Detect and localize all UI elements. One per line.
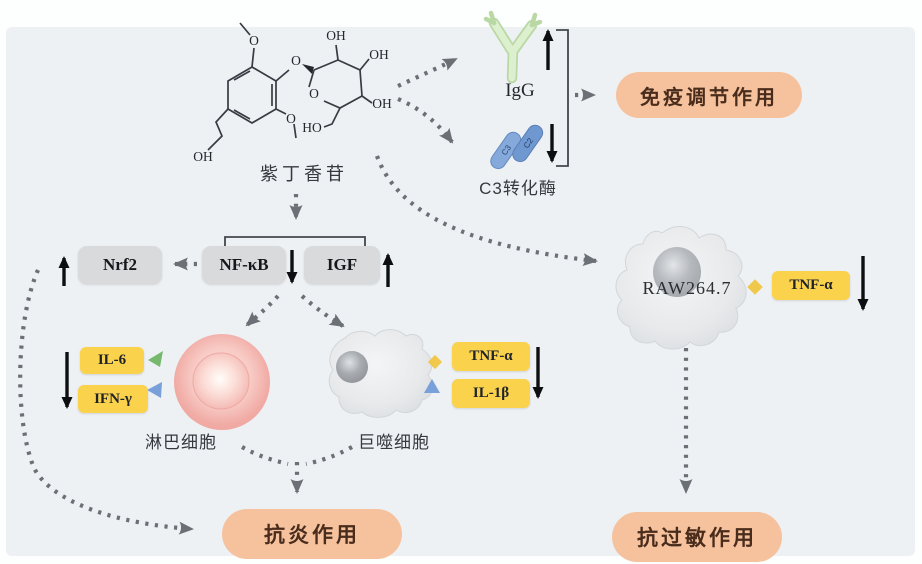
tnfa-yellow-diamond <box>427 354 443 370</box>
atom-label-oh: OH <box>326 28 346 43</box>
atom-label-o: O <box>291 53 301 68</box>
raw-tnfa-box: TNF-α <box>772 271 850 300</box>
nrf2-box: Nrf2 <box>78 246 162 284</box>
anti-inflammatory-outcome-box: 抗炎作用 <box>222 509 402 559</box>
atom-label-o: O <box>249 33 259 48</box>
macrophage-cell <box>328 329 434 418</box>
syringin-structure: O O O O OH OH OH HO OH <box>193 22 392 164</box>
macrophage-tnfa-box: TNF-α <box>452 342 530 371</box>
raw264-cell <box>615 226 747 350</box>
raw264-label: RAW264.7 <box>642 278 732 298</box>
atom-label-ho: HO <box>302 120 322 135</box>
bracket-igg-c3 <box>556 29 569 167</box>
nfkb-box: NF-κB <box>202 246 286 284</box>
bracket-nfkb-igf <box>224 236 366 248</box>
il6-green-pointer <box>148 351 163 367</box>
atom-label-ring-o: O <box>309 86 319 101</box>
immune-regulation-outcome-box: 免疫调节作用 <box>616 72 802 118</box>
c3-convertase-label: C3转化酶 <box>479 179 557 198</box>
igg-antibody-icon <box>483 10 543 84</box>
igg-label: IgG <box>505 80 535 101</box>
il6-box: IL-6 <box>80 347 144 374</box>
atom-label-oh: OH <box>193 149 213 164</box>
connector-nfkb-to-macrophage <box>300 294 345 328</box>
il1b-box: IL-1β <box>452 379 530 408</box>
raw264-nucleus <box>653 247 701 297</box>
compound-name-label: 紫丁香苷 <box>260 164 348 184</box>
connector-syringin-to-raw <box>375 155 598 267</box>
macrophage-label: 巨噬细胞 <box>358 433 430 452</box>
il1b-blue-pointer <box>424 379 440 393</box>
connector-syringin-to-igg <box>397 57 458 88</box>
connector-nfkb-to-lymphocyte <box>245 294 280 327</box>
atom-label-oh: OH <box>369 47 389 62</box>
anti-allergic-outcome-box: 抗过敏作用 <box>612 512 782 562</box>
macrophage-nucleus <box>336 351 368 383</box>
atom-label-oh: OH <box>372 96 392 111</box>
igf-box: IGF <box>304 246 380 284</box>
c3-convertase-icon: C3 C2 <box>490 124 544 170</box>
connector-macrophage-to-merge <box>305 445 354 467</box>
ifng-box: IFN-γ <box>78 385 148 413</box>
atom-label-o: O <box>286 111 296 126</box>
raw-tnfa-yellow-diamond <box>747 279 763 295</box>
connector-syringin-to-c3 <box>397 97 454 144</box>
ifng-blue-pointer <box>147 382 162 398</box>
lymphocyte-label: 淋巴细胞 <box>145 433 217 452</box>
lymphocyte-cell <box>174 334 270 430</box>
